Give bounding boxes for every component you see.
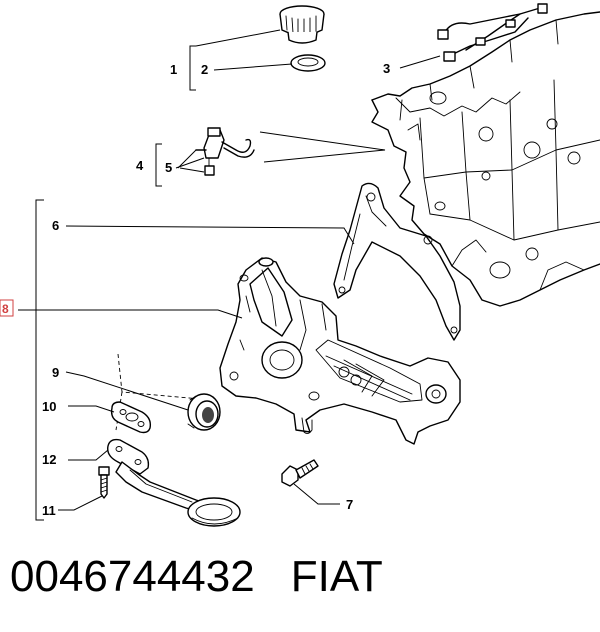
oil-seal-illustration bbox=[187, 393, 221, 431]
callout-2: 2 bbox=[201, 62, 208, 77]
callout-5: 5 bbox=[165, 160, 172, 175]
oil-filler-cap-illustration bbox=[279, 5, 325, 44]
leader-1 bbox=[195, 29, 281, 47]
wiring-harness-illustration bbox=[437, 3, 548, 62]
engine-block-illustration bbox=[371, 11, 600, 307]
sensor-assembly-illustration bbox=[195, 127, 255, 176]
cover-gasket-illustration bbox=[333, 182, 461, 341]
pump-dashed-outline bbox=[115, 353, 213, 431]
callout-6: 6 bbox=[52, 218, 59, 233]
callout-3: 3 bbox=[383, 61, 390, 76]
callout-1: 1 bbox=[170, 62, 177, 77]
leader-10 bbox=[68, 405, 115, 413]
callout-8-box[interactable] bbox=[0, 299, 14, 317]
housing-bolt-illustration bbox=[281, 459, 319, 487]
callout-4: 4 bbox=[136, 158, 144, 173]
part-caption: 0046744432 FIAT bbox=[10, 552, 383, 612]
brand-name: FIAT bbox=[290, 552, 383, 601]
leader-11 bbox=[58, 495, 103, 511]
leader-12 bbox=[68, 449, 109, 461]
pickup-bolt-illustration bbox=[98, 466, 110, 499]
leader-3 bbox=[399, 55, 441, 69]
callout-8[interactable]: 8 bbox=[2, 302, 9, 316]
leader-2 bbox=[213, 63, 293, 71]
sensor-pointer-line bbox=[259, 131, 386, 163]
leader-4 bbox=[175, 157, 205, 169]
leader-7 bbox=[293, 483, 340, 505]
part-number: 0046744432 bbox=[10, 552, 255, 601]
group-bracket-4 bbox=[155, 143, 162, 187]
callout-11: 11 bbox=[42, 503, 56, 518]
leader-9 bbox=[65, 371, 189, 411]
pickup-gasket-illustration bbox=[110, 401, 152, 434]
group-bracket-1 bbox=[189, 45, 196, 91]
callout-9: 9 bbox=[52, 365, 59, 380]
leader-4b bbox=[177, 149, 197, 169]
oil-pickup-tube-illustration bbox=[107, 438, 241, 527]
leader-6 bbox=[65, 225, 355, 245]
leader-8 bbox=[18, 309, 243, 319]
exploded-parts-diagram: 1 2 3 4 5 6 8 9 10 12 11 7 bbox=[0, 3, 600, 527]
callout-10: 10 bbox=[42, 399, 56, 414]
oil-pump-housing-illustration bbox=[219, 257, 461, 445]
callout-7: 7 bbox=[346, 497, 353, 512]
leader-5 bbox=[179, 167, 205, 173]
cap-gasket-illustration bbox=[290, 54, 326, 72]
group-bracket-8 bbox=[35, 199, 44, 521]
callout-12: 12 bbox=[42, 452, 56, 467]
